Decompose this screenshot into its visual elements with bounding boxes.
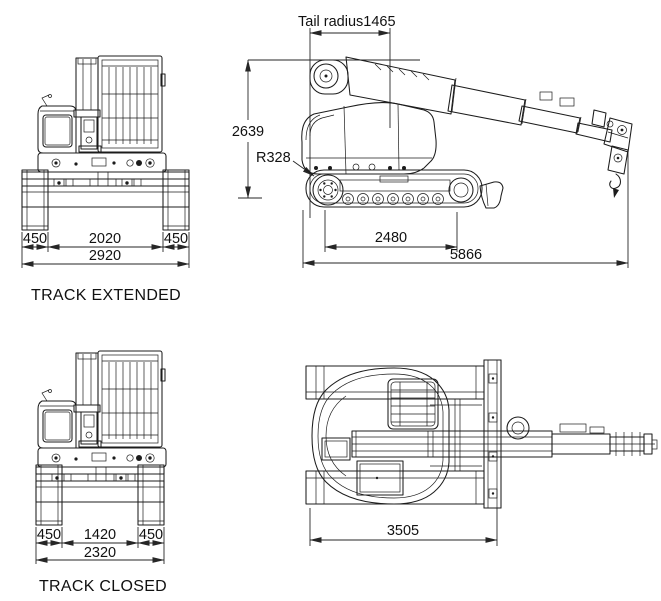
undercarriage-closed bbox=[35, 464, 165, 526]
front-view-track-closed: 450 1420 450 2320 TRACK CLOSED bbox=[35, 350, 167, 595]
engine-cover-plan bbox=[356, 460, 404, 496]
dim-track-length: 2480 bbox=[375, 230, 407, 246]
top-view: 3505 bbox=[305, 359, 658, 546]
plan-frame bbox=[430, 399, 482, 471]
dozer-blade-plan bbox=[483, 359, 502, 509]
undercarriage-extended bbox=[21, 169, 190, 231]
dim-overall-length: 5866 bbox=[450, 247, 482, 263]
dim-inner-width-closed: 1420 bbox=[84, 527, 116, 543]
idler-wheel bbox=[448, 177, 474, 203]
road-wheels bbox=[342, 193, 444, 205]
winch-drum bbox=[313, 63, 339, 89]
dim-tail-radius: Tail radius1465 bbox=[298, 14, 396, 30]
track-right bbox=[162, 169, 190, 231]
dim-left-track-closed: 450 bbox=[37, 527, 61, 543]
turret-side bbox=[301, 102, 437, 175]
dozer-blade-side bbox=[479, 181, 504, 209]
counterweight-plan bbox=[321, 437, 351, 461]
dim-inner-width-extended: 2020 bbox=[89, 231, 121, 247]
side-tracks bbox=[305, 169, 483, 208]
dim-sprocket-radius: R328 bbox=[256, 150, 291, 166]
hook-stowed-plan bbox=[506, 416, 530, 440]
front-view-track-extended: 450 2020 450 2920 TRACK EXTENDED bbox=[21, 55, 190, 304]
dim-overall-width-extended: 2920 bbox=[89, 248, 121, 264]
side-view: Tail radius1465 2639 R328 2480 5866 bbox=[232, 14, 633, 268]
dimensions-extended: 450 2020 450 2920 bbox=[21, 231, 190, 268]
dim-right-track-extended: 450 bbox=[164, 231, 188, 247]
dimensions-closed: 450 1420 450 2320 bbox=[35, 527, 165, 564]
plan-track-top bbox=[305, 365, 485, 400]
track-right bbox=[137, 464, 165, 526]
side-dimensions: Tail radius1465 2639 R328 2480 5866 bbox=[232, 14, 629, 268]
dim-undercarriage-length: 3505 bbox=[387, 523, 419, 539]
hook-block bbox=[607, 145, 629, 198]
dim-overall-height: 2639 bbox=[232, 124, 264, 140]
turret-plan bbox=[311, 367, 450, 505]
boom-tail bbox=[309, 59, 349, 95]
dim-right-track-closed: 450 bbox=[139, 527, 163, 543]
dim-left-track-extended: 450 bbox=[23, 231, 47, 247]
track-left bbox=[21, 169, 49, 231]
boom-hatching bbox=[374, 63, 430, 81]
dimensions-plan: 3505 bbox=[309, 508, 498, 546]
title-track-closed: TRACK CLOSED bbox=[39, 578, 167, 595]
track-left bbox=[35, 464, 63, 526]
dim-overall-width-closed: 2320 bbox=[84, 545, 116, 561]
boom-plan bbox=[351, 416, 658, 458]
drive-sprocket bbox=[312, 174, 344, 206]
boom-side bbox=[309, 56, 633, 198]
cage-basket-plan bbox=[387, 378, 439, 430]
title-track-extended: TRACK EXTENDED bbox=[31, 287, 181, 304]
